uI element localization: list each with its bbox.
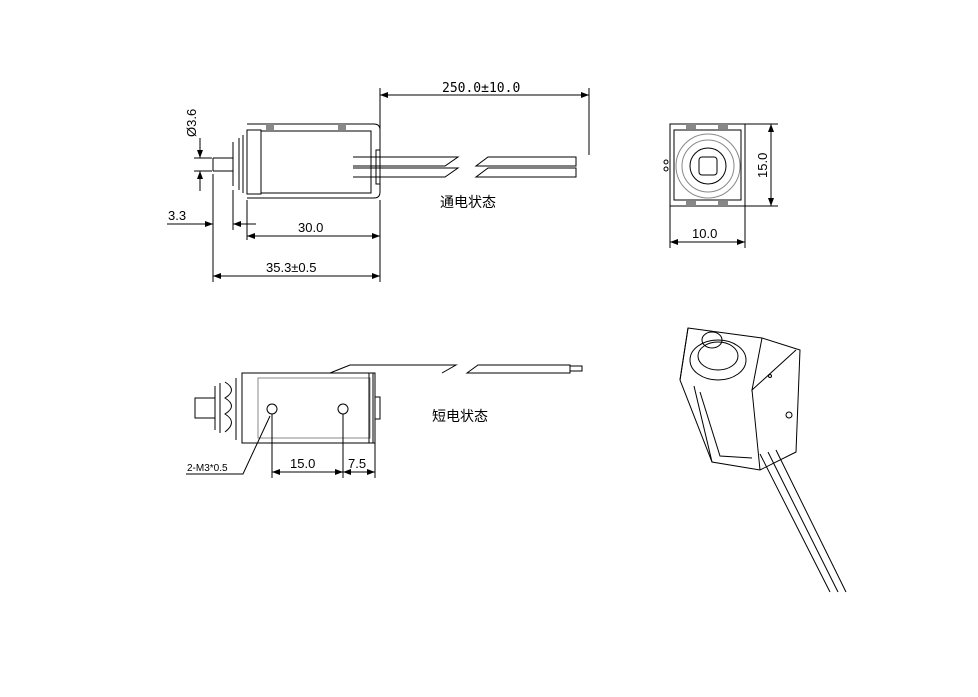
- energized-state-label: 通电状态: [440, 195, 496, 211]
- end-width-dim: 10.0: [692, 226, 717, 241]
- isometric-view: [679, 327, 847, 593]
- hole-spacing-dim: 15.0: [290, 456, 315, 471]
- end-view: 15.0 10.0: [663, 123, 778, 248]
- total-length-dim: 35.3±0.5: [266, 260, 317, 275]
- wire-length-dim: 250.0±10.0: [442, 81, 520, 96]
- hole-offset-dim: 7.5: [348, 456, 366, 471]
- top-view: 250.0±10.0 Ø3.6 3.3 30.0 35.3±0.5 通电状态: [167, 81, 590, 282]
- body-length-dim: 30.0: [298, 220, 323, 235]
- plunger-diameter-dim: Ø3.6: [184, 109, 199, 137]
- de-energized-state-label: 短电状态: [432, 409, 488, 425]
- side-view: 15.0 7.5 2-M3*0.5 短电状态: [186, 364, 583, 478]
- thread-callout: 2-M3*0.5: [187, 463, 228, 474]
- plunger-extension-dim: 3.3: [168, 208, 186, 223]
- end-height-dim: 15.0: [755, 153, 770, 178]
